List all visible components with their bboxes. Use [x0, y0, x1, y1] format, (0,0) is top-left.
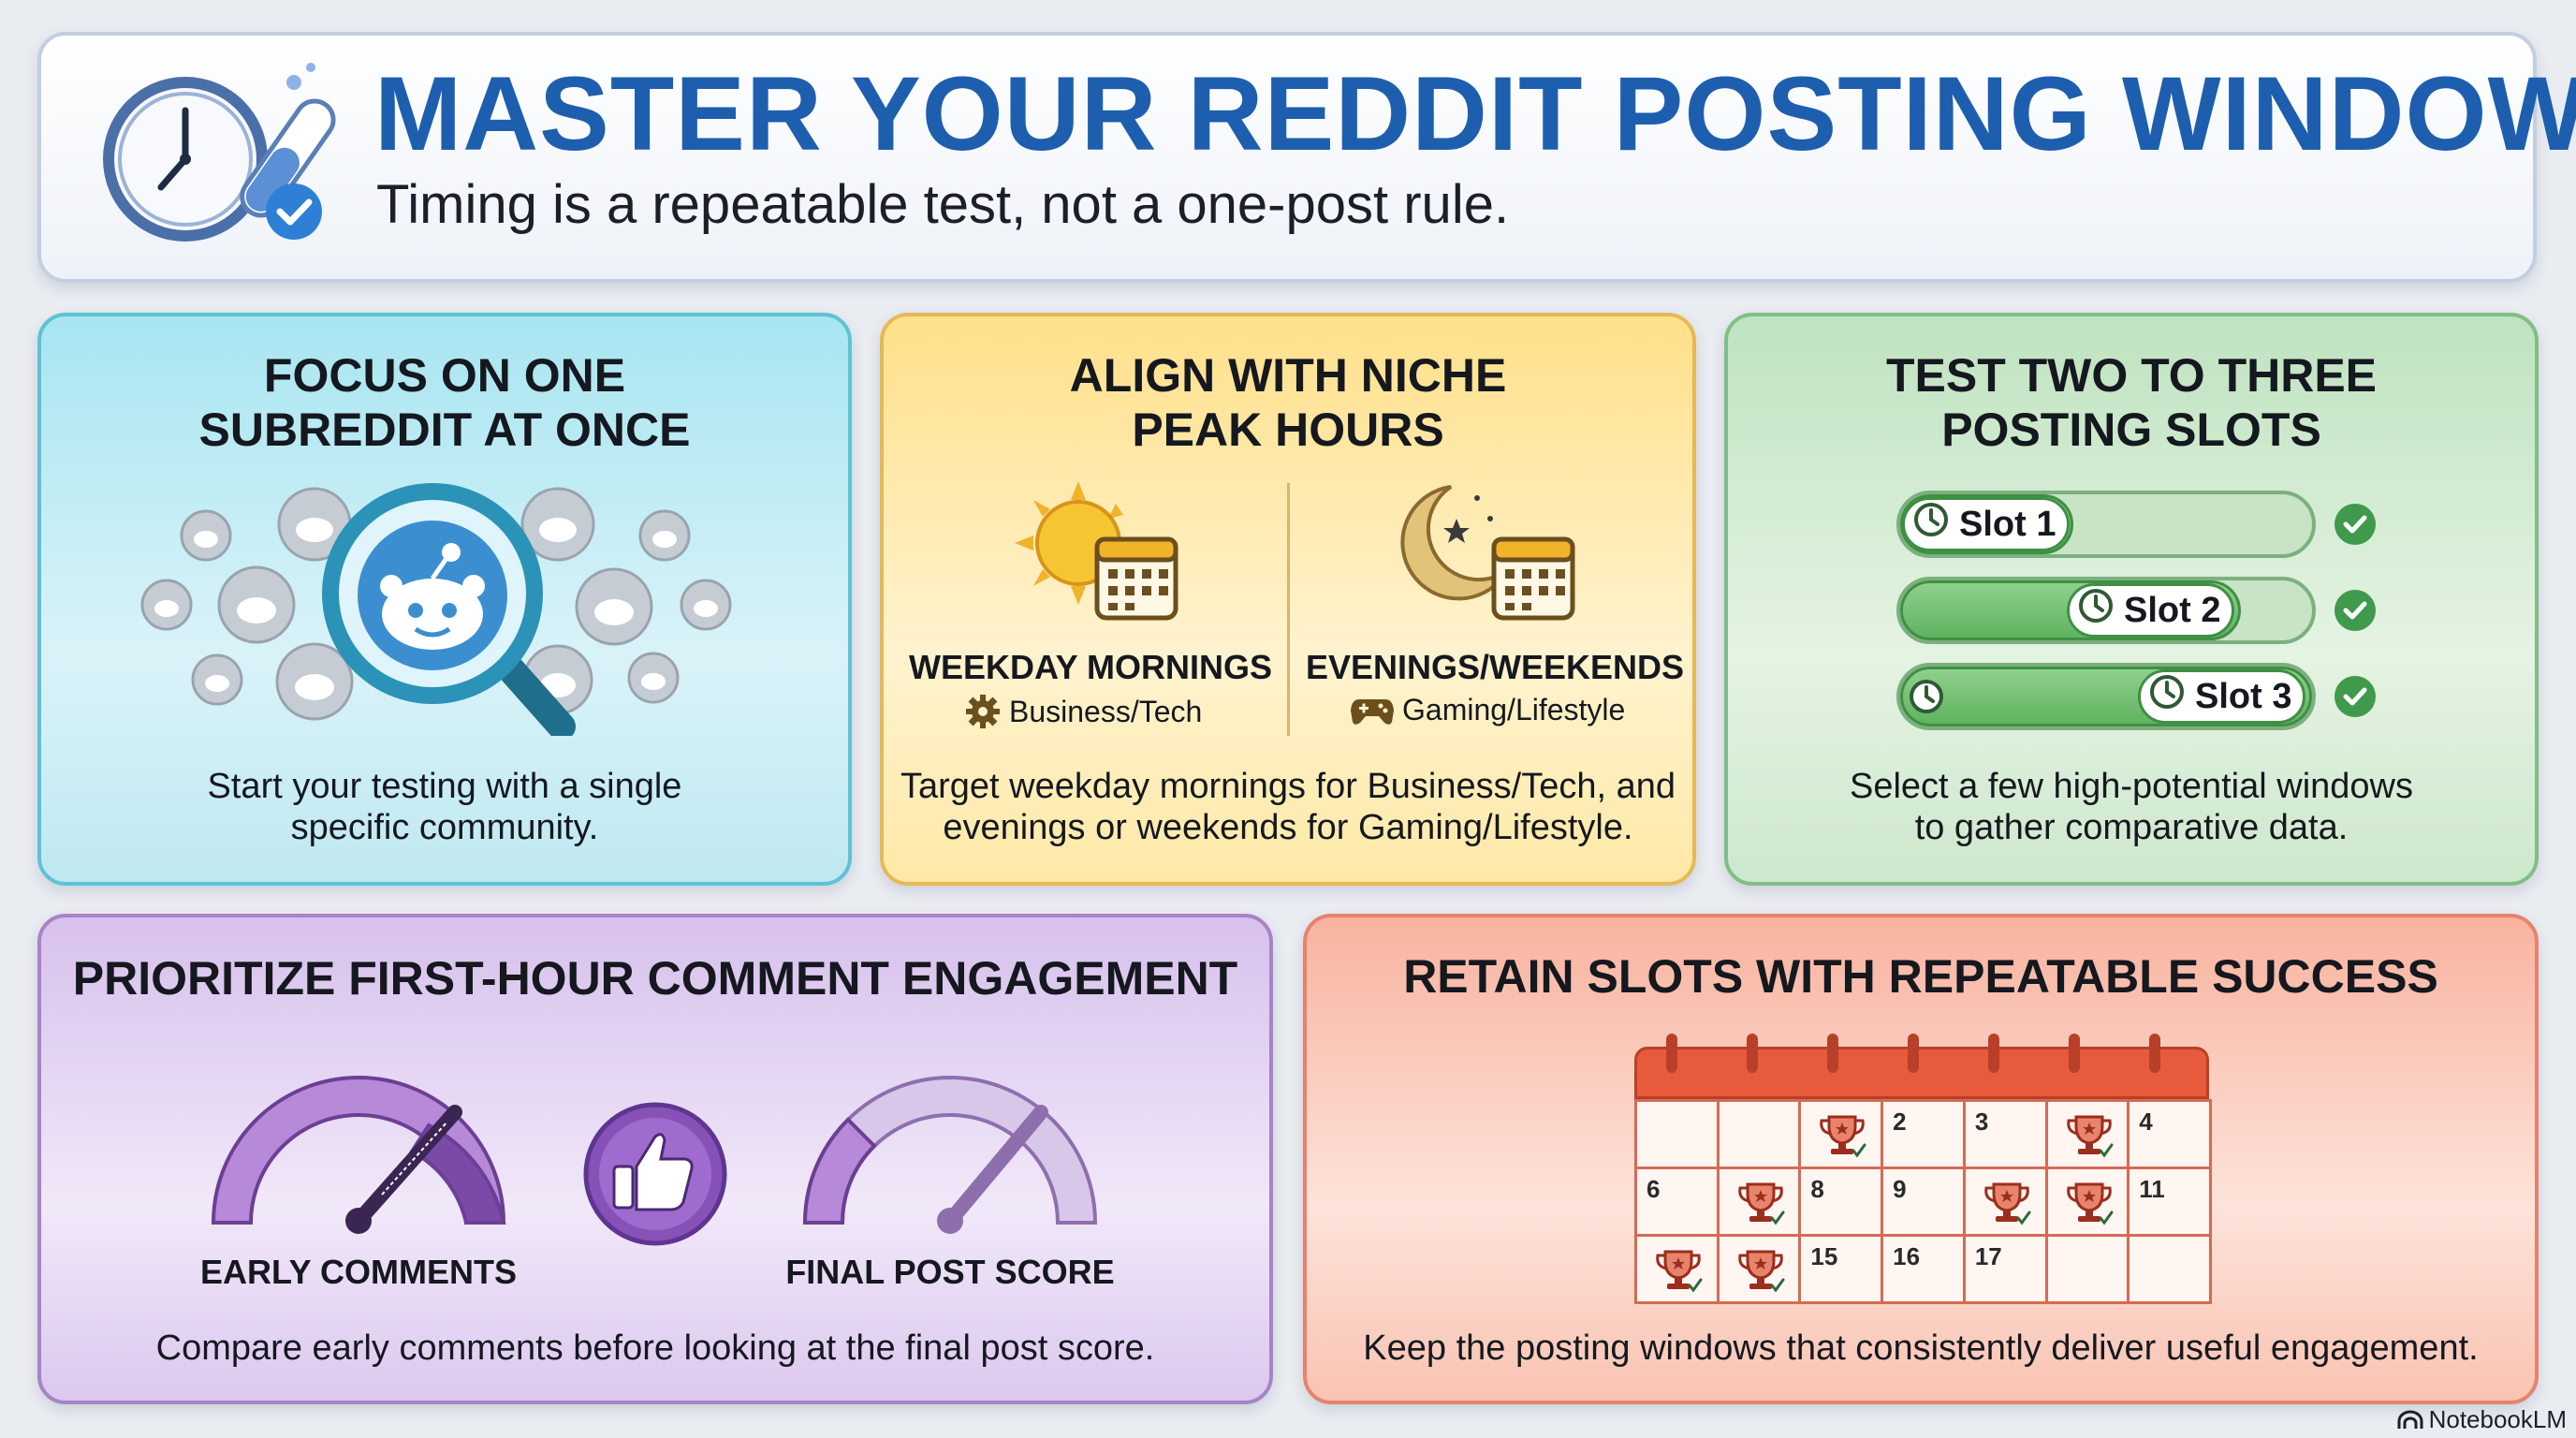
calendar-day-cell: [1716, 1099, 1802, 1169]
focus-card-description: Start your testing with a single specifi…: [207, 767, 682, 847]
trophy-icon: [1981, 1181, 2033, 1234]
evenings-weekends-label: EVENINGS/WEEKENDS: [1306, 648, 1685, 686]
slot-chip: Slot 1: [1902, 497, 2071, 551]
moon-calendar-icon: [1400, 485, 1575, 621]
niche-card-title: ALIGN WITH NICHE PEAK HOURS: [1069, 349, 1507, 456]
notebooklm-logo-icon: [2397, 1410, 2423, 1429]
calendar-day-number: 4: [2139, 1108, 2153, 1136]
calendar-day-cell: [1962, 1167, 2048, 1237]
early-comments-label: EARLY COMMENTS: [199, 1253, 518, 1291]
calendar-day-cell: 6: [1634, 1167, 1720, 1237]
calendar-day-number: 17: [1974, 1242, 2002, 1270]
early-comments-gauge: [211, 1076, 506, 1234]
niche-card-description: Target weekday mornings for Business/Tec…: [900, 767, 1676, 847]
trophy-icon: [1816, 1113, 1868, 1167]
weekday-mornings-label: WEEKDAY MORNINGS: [908, 648, 1273, 686]
calendar-day-cell: [2044, 1167, 2130, 1237]
calendar-day-number: 6: [1647, 1175, 1661, 1203]
calendar-day-cell: 2: [1881, 1099, 1966, 1169]
slot-label: Slot 2: [2124, 590, 2221, 630]
thumbs-up-icon: [583, 1102, 727, 1246]
calendar-day-cell: 9: [1881, 1167, 1966, 1237]
calendar-day-number: 16: [1893, 1242, 1921, 1270]
gaming-lifestyle-tag: Gaming/Lifestyle: [1350, 693, 1625, 727]
gamepad-icon: [1351, 698, 1394, 725]
final-post-score-gauge: [802, 1076, 1098, 1234]
calendar-day-cell: [1716, 1167, 1802, 1237]
slots-card-description: Select a few high-potential windows to g…: [1849, 767, 2413, 847]
slots-card-title: TEST TWO TO THREE POSTING SLOTS: [1885, 349, 2378, 456]
clock-icon: [2148, 673, 2186, 720]
calendar-header: [1634, 1047, 2209, 1099]
business-tech-tag: Business/Tech: [964, 693, 1202, 730]
sun-calendar-icon: [1015, 481, 1178, 621]
slot-chip: Slot 3: [2138, 669, 2306, 724]
calendar-day-cell: 4: [2127, 1099, 2212, 1169]
check-icon: [2334, 590, 2376, 631]
focus-card-title: FOCUS ON ONE SUBREDDIT AT ONCE: [198, 349, 691, 456]
slot-label: Slot 3: [2195, 676, 2292, 716]
check-icon: [2334, 504, 2376, 545]
calendar-day-number: 3: [1974, 1108, 1989, 1136]
clock-icon: [1912, 501, 1950, 548]
engagement-card-title: PRIORITIZE FIRST-HOUR COMMENT ENGAGEMENT: [72, 952, 1238, 1005]
retain-card-description: Keep the posting windows that consistent…: [1363, 1328, 2479, 1368]
slot-chip: Slot 2: [2067, 583, 2235, 638]
check-icon: [2334, 676, 2376, 717]
calendar-day-cell: [1798, 1099, 1884, 1169]
calendar-day-cell: 11: [2127, 1167, 2212, 1237]
calendar-day-cell: 15: [1798, 1234, 1884, 1304]
calendar-day-cell: [2044, 1234, 2130, 1304]
subreddit-magnifier-icon: [140, 483, 732, 736]
trophy-icon: [2063, 1113, 2115, 1167]
engagement-card-description: Compare early comments before looking at…: [155, 1328, 1155, 1368]
trophy-icon: [1734, 1248, 1787, 1301]
clock-icon: [2077, 587, 2115, 634]
start-clock-icon: [1908, 678, 1945, 720]
page-title: MASTER YOUR REDDIT POSTING WINDOW: [374, 55, 2576, 172]
final-post-score-label: FINAL POST SCORE: [785, 1253, 1115, 1291]
retain-card-title: RETAIN SLOTS WITH REPEATABLE SUCCESS: [1403, 950, 2438, 1003]
trophy-icon: [2063, 1181, 2115, 1234]
slot-label: Slot 1: [1959, 504, 2056, 544]
calendar-rings-icon: [1666, 1034, 2160, 1073]
calendar-day-number: 8: [1810, 1175, 1824, 1203]
calendar-day-number: 11: [2139, 1175, 2165, 1203]
calendar-day-cell: [2044, 1099, 2130, 1169]
calendar-day-number: 2: [1893, 1108, 1907, 1136]
calendar-day-cell: 16: [1881, 1234, 1966, 1304]
calendar-day-cell: [2127, 1234, 2212, 1304]
trophy-icon: [1652, 1248, 1705, 1301]
notebooklm-brand: NotebookLM: [2397, 1405, 2567, 1434]
header-banner: [37, 32, 2537, 283]
calendar-day-cell: 17: [1962, 1234, 2048, 1304]
calendar-day-number: 15: [1810, 1242, 1838, 1270]
calendar-day-cell: [1634, 1099, 1720, 1169]
calendar-day-cell: [1634, 1234, 1720, 1304]
calendar-day-cell: [1716, 1234, 1802, 1304]
clock-flask-icon: [103, 63, 336, 242]
calendar-day-number: 9: [1893, 1175, 1907, 1203]
calendar-grid: 2 3 4 6 8 9 11 15 16 17: [1634, 1099, 2212, 1304]
calendar-day-cell: 3: [1962, 1099, 2048, 1169]
page-subtitle: Timing is a repeatable test, not a one-p…: [376, 174, 1510, 235]
trophy-icon: [1734, 1181, 1787, 1234]
calendar-day-cell: 8: [1798, 1167, 1884, 1237]
niche-divider: [1287, 483, 1290, 736]
gear-icon: [966, 695, 1000, 728]
